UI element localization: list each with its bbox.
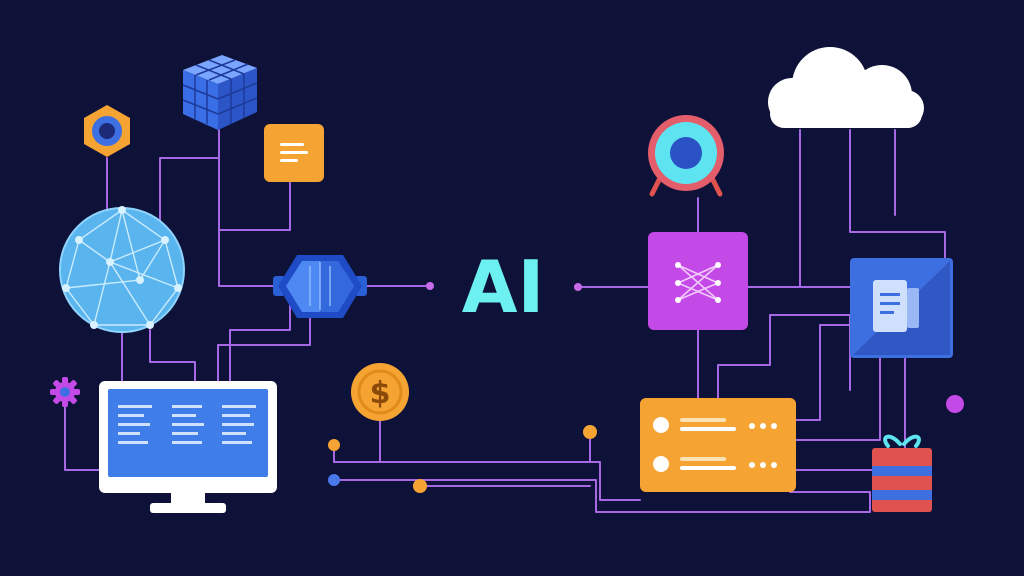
hexagon-gear-icon (84, 105, 130, 157)
endpoint-dot (426, 282, 434, 290)
gift-box-icon (872, 434, 932, 512)
endpoint-dot (328, 474, 340, 486)
endpoint-dot (328, 439, 340, 451)
monitor-icon (99, 381, 277, 513)
endpoint-dot (583, 425, 597, 439)
document-panel-icon (850, 258, 953, 358)
endpoint-dot (413, 479, 427, 493)
neural-network-card-icon (648, 232, 748, 330)
globe-network-icon (59, 206, 185, 333)
cube-icon (182, 55, 258, 130)
endpoint-dot (946, 395, 964, 413)
hexagon-chip-icon (273, 255, 367, 318)
endpoint-dot (574, 283, 582, 291)
gear-icon (50, 377, 80, 407)
cloud-icon (768, 47, 924, 128)
camera-lens-icon (648, 115, 724, 197)
connector-dots (328, 282, 964, 493)
document-card-icon (264, 124, 324, 182)
server-card-icon (640, 398, 796, 492)
coin-icon: $ (351, 363, 409, 421)
center-ai-label: AI (462, 245, 545, 329)
coin-symbol: $ (370, 376, 391, 411)
